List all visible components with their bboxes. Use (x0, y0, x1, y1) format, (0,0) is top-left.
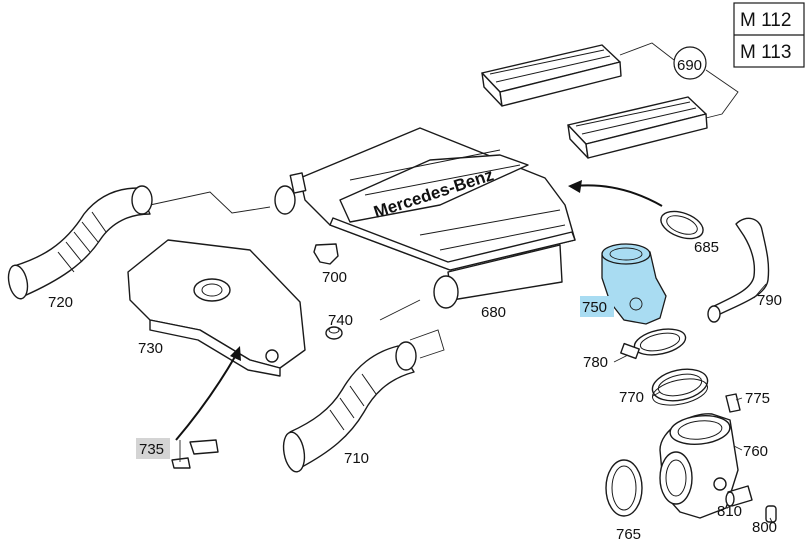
blue-highlight-750 (580, 296, 614, 317)
retaining-clip[interactable] (313, 243, 339, 265)
pin-800[interactable] (765, 505, 777, 523)
callout-740: 740 (328, 312, 353, 329)
rubber-grommet[interactable] (325, 326, 343, 340)
seal-ring[interactable] (657, 206, 707, 244)
callout-690: 690 (677, 57, 702, 74)
callout-730: 730 (138, 340, 163, 357)
callout-790: 790 (757, 292, 782, 309)
bracket-775[interactable] (725, 393, 741, 413)
callout-700: 700 (322, 269, 347, 286)
direction-arrow-cover (175, 354, 237, 441)
callout-680: 680 (481, 304, 506, 321)
throttle-body[interactable] (659, 413, 739, 519)
callout-720: 720 (48, 294, 73, 311)
callout-685: 685 (694, 239, 719, 256)
engine-code-m112: M 112 (740, 10, 791, 31)
callout-765: 765 (616, 526, 641, 543)
intake-connector-highlighted[interactable] (601, 243, 667, 325)
intake-duct-left[interactable] (6, 185, 153, 300)
clamp-ring-770[interactable] (649, 365, 710, 410)
callout-735: 735 (139, 441, 164, 458)
gray-highlight-735 (136, 438, 170, 459)
air-filter-housing[interactable] (274, 127, 576, 309)
hose-clamp-780[interactable] (620, 325, 688, 360)
air-filter-elements[interactable] (481, 44, 708, 159)
callout-800: 800 (752, 519, 777, 536)
callout-775: 775 (745, 390, 770, 407)
sleeve-810[interactable] (725, 485, 753, 507)
engine-code-m113: M 113 (740, 42, 791, 63)
seal-ring-765[interactable] (605, 459, 643, 517)
clip-735[interactable] (171, 439, 219, 469)
callout-770: 770 (619, 389, 644, 406)
callout-710: 710 (344, 450, 369, 467)
housing-cover[interactable] (127, 239, 306, 377)
breather-hose[interactable] (707, 217, 770, 323)
callout-810: 810 (717, 503, 742, 520)
intake-duct-lower[interactable] (281, 341, 417, 473)
callout-circle-690 (673, 46, 707, 80)
callout-780: 780 (583, 354, 608, 371)
callout-750: 750 (582, 299, 607, 316)
engine-designation-box: M 112 M 113 (733, 2, 805, 68)
callout-760: 760 (743, 443, 768, 460)
direction-arrow-housing (574, 184, 663, 207)
